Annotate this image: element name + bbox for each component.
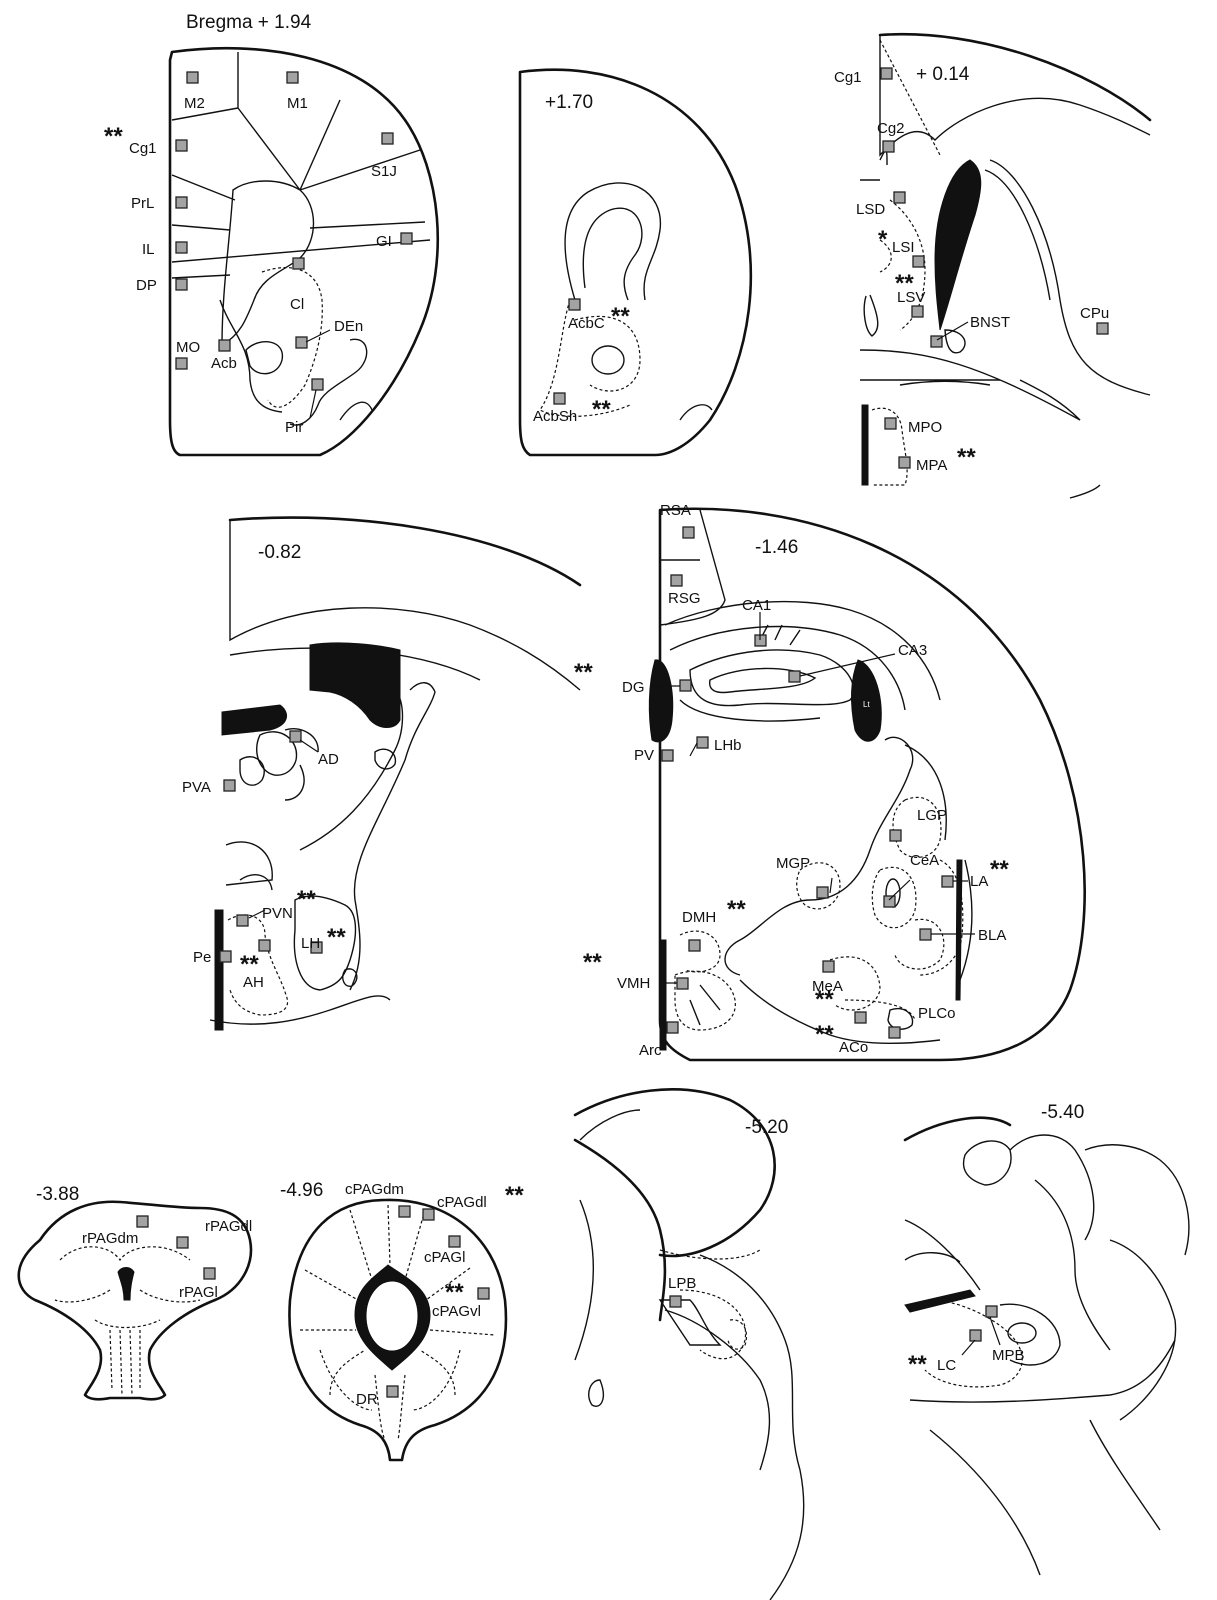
region-label-Cl: Cl	[290, 296, 304, 313]
region-label-PLCo: PLCo	[918, 1005, 956, 1022]
significance-marker-AcbC: **	[611, 303, 630, 330]
significance-marker-LC: **	[908, 1351, 927, 1378]
region-label-PVN: PVN	[262, 905, 293, 922]
region-label-cPAGdm: cPAGdm	[345, 1181, 404, 1198]
significance-marker-LA: **	[990, 856, 1009, 883]
region-label-Cg1: Cg1	[129, 140, 157, 157]
region-label-PV: PV	[634, 747, 654, 764]
region-label-Arc: Arc	[639, 1042, 662, 1059]
region-label-PVA: PVA	[182, 779, 211, 796]
significance-marker-LSI: *	[878, 226, 888, 253]
significance-marker-MPA: **	[957, 444, 976, 471]
region-label-DG: DG	[622, 679, 645, 696]
region-label-ACo: ACo	[839, 1039, 868, 1056]
significance-marker-LH: **	[327, 924, 346, 951]
panel-3-bregma-label: + 0.14	[916, 64, 970, 85]
region-label-rPAGdl: rPAGdl	[205, 1218, 252, 1235]
panel-9-bregma-label: -5.40	[1041, 1102, 1084, 1123]
panel-4-bregma-label: -0.82	[258, 542, 301, 563]
region-label-Acb: Acb	[211, 355, 237, 372]
region-label-AD: AD	[318, 751, 339, 768]
region-label-DP: DP	[136, 277, 157, 294]
region-label-Cg2: Cg2	[877, 120, 905, 137]
region-label-S1J: S1J	[371, 163, 397, 180]
region-label-IL: IL	[142, 241, 155, 258]
panel-8-bregma-label: -5.20	[745, 1117, 788, 1138]
region-label-AcbC: AcbC	[568, 315, 605, 332]
significance-marker-Cg1: **	[104, 123, 123, 150]
region-label-MPB: MPB	[992, 1347, 1025, 1364]
panel-1-bregma-label: Bregma + 1.94	[186, 12, 312, 33]
region-label-LSI: LSI	[892, 239, 915, 256]
significance-marker-cPAGvl: **	[445, 1279, 464, 1306]
significance-marker-VMH: **	[583, 949, 602, 976]
region-label-M1: M1	[287, 95, 308, 112]
region-label-LGP: LGP	[917, 807, 947, 824]
region-label-cPAGvl: cPAGvl	[432, 1303, 481, 1320]
region-label-MPO: MPO	[908, 419, 942, 436]
region-label-PrL: PrL	[131, 195, 154, 212]
region-label-LHb: LHb	[714, 737, 742, 754]
region-label-cPAGdl: cPAGdl	[437, 1194, 487, 1211]
region-label-LH: LH	[301, 935, 320, 952]
region-label-CA3: CA3	[898, 642, 927, 659]
significance-marker-AcbSh: **	[592, 396, 611, 423]
region-label-LSD: LSD	[856, 201, 885, 218]
region-label-RSG: RSG	[668, 590, 701, 607]
region-label-RSA: RSA	[660, 502, 691, 519]
region-label-CA1: CA1	[742, 597, 771, 614]
region-label-VMH: VMH	[617, 975, 650, 992]
region-label-Pir: Pir	[285, 419, 303, 436]
region-label-rPAGdm: rPAGdm	[82, 1230, 138, 1247]
region-label-MO: MO	[176, 339, 200, 356]
region-label-AH: AH	[243, 974, 264, 991]
region-label-DMH: DMH	[682, 909, 716, 926]
region-label-DR: DR	[356, 1391, 378, 1408]
region-label-MGP: MGP	[776, 855, 810, 872]
region-label-Pe: Pe	[193, 949, 211, 966]
region-label-LC: LC	[937, 1357, 956, 1374]
panel-7-bregma-label: -4.96	[280, 1180, 323, 1201]
region-label-CeA: CeA	[910, 852, 939, 869]
region-label-Cg1-b: Cg1	[834, 69, 862, 86]
significance-marker-cPAGdl: **	[505, 1182, 524, 1209]
region-label-AcbSh: AcbSh	[533, 408, 577, 425]
panel-5-bregma-label: -1.46	[755, 537, 798, 558]
region-label-cPAGl: cPAGl	[424, 1249, 465, 1266]
region-label-M2: M2	[184, 95, 205, 112]
region-label-DEn: DEn	[334, 318, 363, 335]
region-label-Lt: Lt	[863, 700, 870, 709]
region-label-LPB: LPB	[668, 1275, 696, 1292]
significance-marker-MeA: **	[815, 986, 834, 1013]
region-label-rPAGl: rPAGl	[179, 1284, 218, 1301]
panel-2-bregma-label: +1.70	[545, 92, 593, 113]
significance-marker-DMH: **	[727, 896, 746, 923]
region-label-BLA: BLA	[978, 927, 1006, 944]
panel-6-bregma-label: -3.88	[36, 1184, 79, 1205]
region-label-CPu: CPu	[1080, 305, 1109, 322]
significance-marker-ACo: **	[815, 1021, 834, 1048]
region-label-BNST: BNST	[970, 314, 1010, 331]
region-label-MPA: MPA	[916, 457, 947, 474]
region-label-LSV: LSV	[897, 289, 925, 306]
significance-marker-PVN: **	[297, 886, 316, 913]
region-label-LA: LA	[970, 873, 988, 890]
region-label-GI: GI	[376, 233, 392, 250]
significance-marker-DG: **	[574, 659, 593, 686]
